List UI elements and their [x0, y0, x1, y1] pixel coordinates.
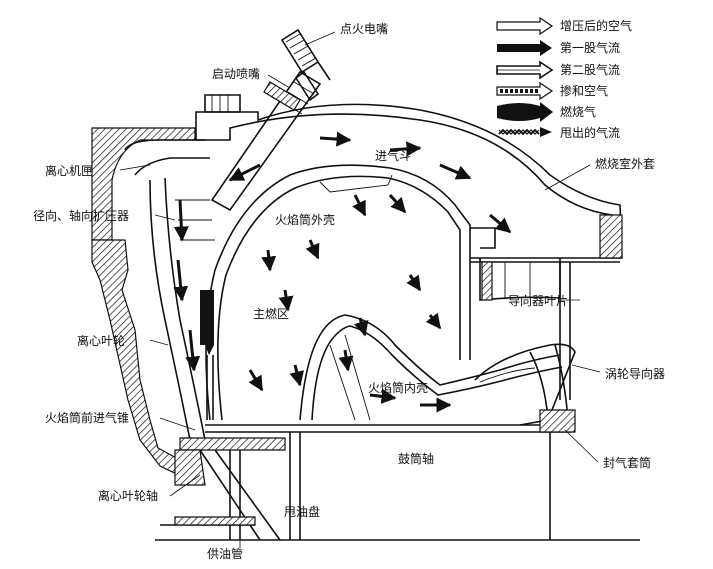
legend: 增压后的空气 第一股气流 第二股气流 掺和空气 燃烧气 甩出的气流 [496, 16, 632, 140]
fuel-injector [200, 290, 214, 420]
centrifugal-casing [91, 127, 210, 479]
label-liner-outer: 火焰筒外壳 [275, 212, 335, 227]
label-outer-casing: 燃烧室外套 [595, 156, 655, 171]
label-centrifugal-casing: 离心机匣 [45, 163, 93, 178]
label-turbine-nozzle: 涡轮导向器 [605, 366, 665, 381]
label-guide-vane: 导向器叶片 [508, 293, 568, 308]
guide-vane [479, 258, 571, 400]
label-primary-zone: 主燃区 [253, 306, 289, 321]
ignition-plug [280, 28, 331, 102]
label-drum-shaft: 鼓筒轴 [398, 451, 434, 466]
legend-label: 第一股气流 [560, 40, 620, 55]
label-slinger: 甩油盘 [284, 504, 320, 519]
legend-item-thick: 燃烧气 [497, 102, 596, 122]
start-nozzle [204, 70, 322, 212]
legend-label: 第二股气流 [560, 62, 620, 77]
legend-label: 甩出的气流 [560, 125, 620, 140]
label-diffuser: 径向、轴向扩压器 [33, 208, 129, 223]
outer-casing [195, 103, 623, 263]
label-ignition-nozzle: 点火电嘴 [340, 22, 388, 36]
label-start-nozzle: 启动喷嘴 [212, 67, 260, 81]
leader-lines [119, 31, 601, 548]
legend-label: 掺和空气 [560, 83, 608, 98]
flow-arrows [173, 131, 512, 413]
legend-label: 燃烧气 [560, 104, 596, 119]
legend-item-dashed: 掺和空气 [496, 81, 608, 101]
legend-item-hollow: 增压后的空气 [496, 16, 632, 36]
label-intake-scoop: 进气斗 [375, 148, 411, 163]
impeller [149, 177, 215, 441]
label-liner-inner: 火焰筒内壳 [368, 380, 428, 395]
labels: 点火电嘴 启动喷嘴 离心机匣 径向、轴向扩压器 进气斗 燃烧室外套 火焰筒外壳 … [33, 22, 665, 561]
label-impeller: 离心叶轮 [77, 333, 125, 348]
legend-item-thin-hollow: 第二股气流 [496, 60, 620, 80]
legend-label: 增压后的空气 [560, 18, 632, 33]
label-front-cone: 火焰筒前进气锥 [45, 410, 129, 425]
liner-inner [299, 314, 563, 421]
legend-item-zigzag: 甩出的气流 [498, 125, 620, 140]
drum-shaft [205, 409, 576, 540]
legend-item-solid: 第一股气流 [497, 40, 620, 56]
label-impeller-shaft: 离心叶轮轴 [98, 488, 158, 503]
label-fuel-pipe: 供油管 [207, 546, 243, 561]
label-seal-sleeve: 封气套筒 [603, 455, 651, 470]
base-plate [155, 516, 640, 541]
